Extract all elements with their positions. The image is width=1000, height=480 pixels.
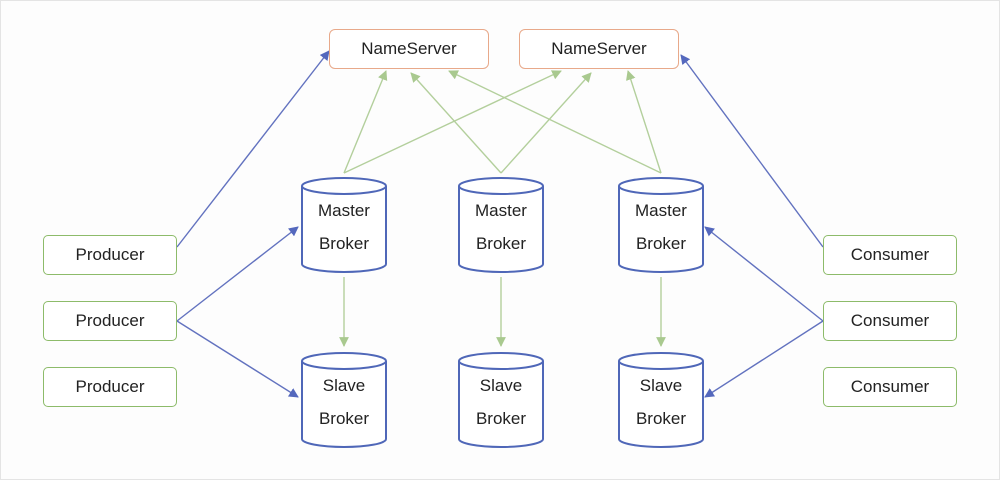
- cylinder-shape: [618, 352, 704, 448]
- arrow-producer1-to-nameserver1: [176, 50, 330, 248]
- broker-type-label: Broker: [635, 409, 687, 428]
- broker-type-label: Broker: [318, 409, 370, 428]
- cylinder-shape: [618, 177, 704, 273]
- broker-type-label: Broker: [635, 234, 687, 253]
- master-broker-2: Master Broker: [457, 176, 545, 276]
- broker-role-label: Slave: [322, 376, 366, 395]
- slave-broker-2: Slave Broker: [457, 351, 545, 451]
- master-broker-3: Master Broker: [617, 176, 705, 276]
- nameserver-1: NameServer: [329, 29, 489, 69]
- broker-role-label: Slave: [479, 376, 523, 395]
- consumer-2: Consumer: [823, 301, 957, 341]
- arrow-consumer2-to-slave3: [704, 320, 824, 398]
- broker-type-label: Broker: [475, 409, 527, 428]
- arrow-master3-to-nameserver1: [448, 70, 662, 174]
- cylinder-shape: [458, 352, 544, 448]
- nameserver-2: NameServer: [519, 29, 679, 69]
- consumer-3: Consumer: [823, 367, 957, 407]
- arrow-producer2-to-slave1: [176, 320, 299, 398]
- slave-broker-3: Slave Broker: [617, 351, 705, 451]
- broker-role-label: Master: [475, 201, 527, 220]
- arrow-consumer1-to-nameserver2: [680, 54, 824, 248]
- cylinder-shape: [301, 352, 387, 448]
- broker-role-label: Slave: [639, 376, 683, 395]
- arrow-master2-to-nameserver1: [410, 72, 502, 174]
- arrow-producer2-to-master1: [176, 226, 299, 322]
- broker-role-label: Master: [635, 201, 687, 220]
- cylinder-shape: [458, 177, 544, 273]
- master-broker-1: Master Broker: [300, 176, 388, 276]
- producer-2: Producer: [43, 301, 177, 341]
- arrow-master3-to-nameserver2: [626, 70, 662, 174]
- broker-role-label: Master: [318, 201, 370, 220]
- consumer-1: Consumer: [823, 235, 957, 275]
- producer-1: Producer: [43, 235, 177, 275]
- client-arrows: [176, 50, 824, 398]
- producer-3: Producer: [43, 367, 177, 407]
- broker-type-label: Broker: [318, 234, 370, 253]
- cylinder-shape: [301, 177, 387, 273]
- arrow-master2-to-nameserver2: [500, 72, 592, 174]
- slave-broker-1: Slave Broker: [300, 351, 388, 451]
- arrow-consumer2-to-master3: [704, 226, 824, 322]
- arrow-master1-to-nameserver2: [343, 70, 562, 174]
- arrow-master1-to-nameserver1: [343, 70, 388, 174]
- broker-registration-arrows: [339, 70, 666, 347]
- broker-type-label: Broker: [475, 234, 527, 253]
